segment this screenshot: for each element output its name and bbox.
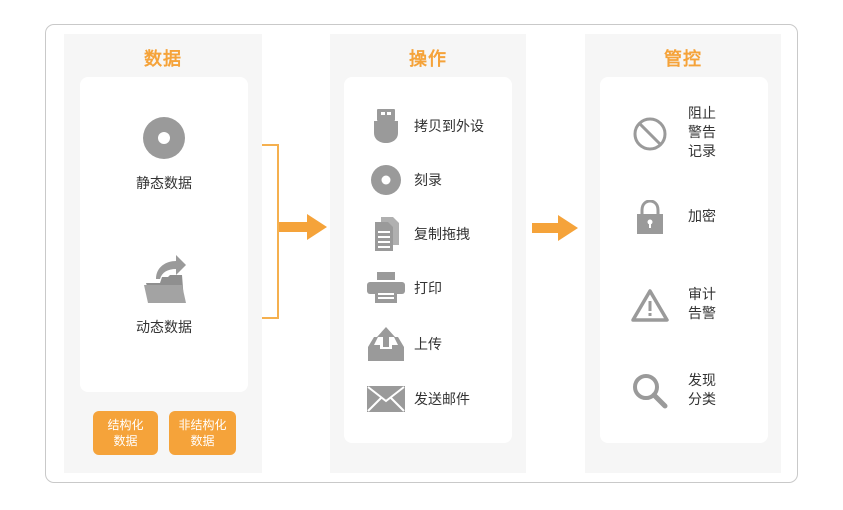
control-item-encrypt: 加密 xyxy=(630,200,728,234)
operation-label: 打印 xyxy=(414,281,442,297)
control-item-block: 阻止 警告 记录 xyxy=(630,105,728,162)
envelope-icon xyxy=(366,386,406,412)
operation-item-print: 打印 xyxy=(366,271,442,305)
control-item-audit: 审计 告警 xyxy=(630,286,728,324)
data-bracket-connector xyxy=(262,144,279,319)
operation-label: 拷贝到外设 xyxy=(414,119,484,135)
operation-label: 刻录 xyxy=(414,173,442,189)
structured-data-tag[interactable]: 结构化 数据 xyxy=(93,411,158,455)
operation-item-burn: 刻录 xyxy=(366,163,442,197)
operation-item-send-email: 发送邮件 xyxy=(366,382,470,416)
control-label-line: 警告 xyxy=(688,125,716,141)
data-panel: 数据 静态数据 动态数据 结构化 数据 非结构化 数据 xyxy=(64,34,262,473)
control-label-line: 发现 xyxy=(688,373,716,389)
unstructured-data-tag-line2: 数据 xyxy=(190,434,215,448)
operation-label: 复制拖拽 xyxy=(414,227,470,243)
arrow-right-icon xyxy=(532,215,578,245)
control-label: 阻止 警告 记录 xyxy=(688,105,728,162)
control-label-line: 告警 xyxy=(688,306,716,322)
unstructured-data-tag-line1: 非结构化 xyxy=(178,418,227,432)
search-icon xyxy=(630,373,670,409)
usb-drive-icon xyxy=(366,109,406,143)
documents-icon xyxy=(366,217,406,251)
data-panel-title: 数据 xyxy=(144,49,182,70)
operation-panel-title: 操作 xyxy=(409,49,447,70)
folder-share-icon xyxy=(142,253,188,305)
warning-triangle-icon xyxy=(630,288,670,322)
structured-data-tag-line1: 结构化 xyxy=(107,418,144,432)
dynamic-data-label: 动态数据 xyxy=(136,320,192,336)
disc-icon xyxy=(366,164,406,196)
control-label-line: 记录 xyxy=(688,144,716,160)
operation-item-copy-drag: 复制拖拽 xyxy=(366,217,470,251)
disc-icon xyxy=(141,115,187,161)
upload-tray-icon xyxy=(366,327,406,361)
operation-label: 上传 xyxy=(414,337,442,353)
arrow-right-icon xyxy=(279,214,327,244)
static-data-label: 静态数据 xyxy=(136,176,192,192)
unstructured-data-tag[interactable]: 非结构化 数据 xyxy=(169,411,236,455)
data-card: 静态数据 动态数据 xyxy=(80,77,248,392)
control-label: 发现 分类 xyxy=(688,372,728,410)
lock-icon xyxy=(630,200,670,234)
structured-data-tag-line2: 数据 xyxy=(113,434,138,448)
printer-icon xyxy=(366,272,406,304)
control-card: 阻止 警告 记录 加密 xyxy=(600,77,768,443)
control-label: 审计 告警 xyxy=(688,286,728,324)
operation-item-upload: 上传 xyxy=(366,327,442,361)
control-panel: 管控 阻止 警告 记录 xyxy=(585,34,781,473)
control-label-line: 阻止 xyxy=(688,106,716,122)
operation-panel: 操作 拷贝到外设 刻录 xyxy=(330,34,526,473)
control-label: 加密 xyxy=(688,208,728,227)
control-label-line: 加密 xyxy=(688,208,716,225)
operation-card: 拷贝到外设 刻录 复制拖拽 xyxy=(344,77,512,443)
operation-label: 发送邮件 xyxy=(414,392,470,408)
control-label-line: 审计 xyxy=(688,287,716,303)
control-panel-title: 管控 xyxy=(664,49,702,70)
operation-item-copy-external: 拷贝到外设 xyxy=(366,109,484,143)
control-item-discover: 发现 分类 xyxy=(630,372,728,410)
prohibited-icon xyxy=(630,116,670,152)
control-label-line: 分类 xyxy=(688,392,716,408)
